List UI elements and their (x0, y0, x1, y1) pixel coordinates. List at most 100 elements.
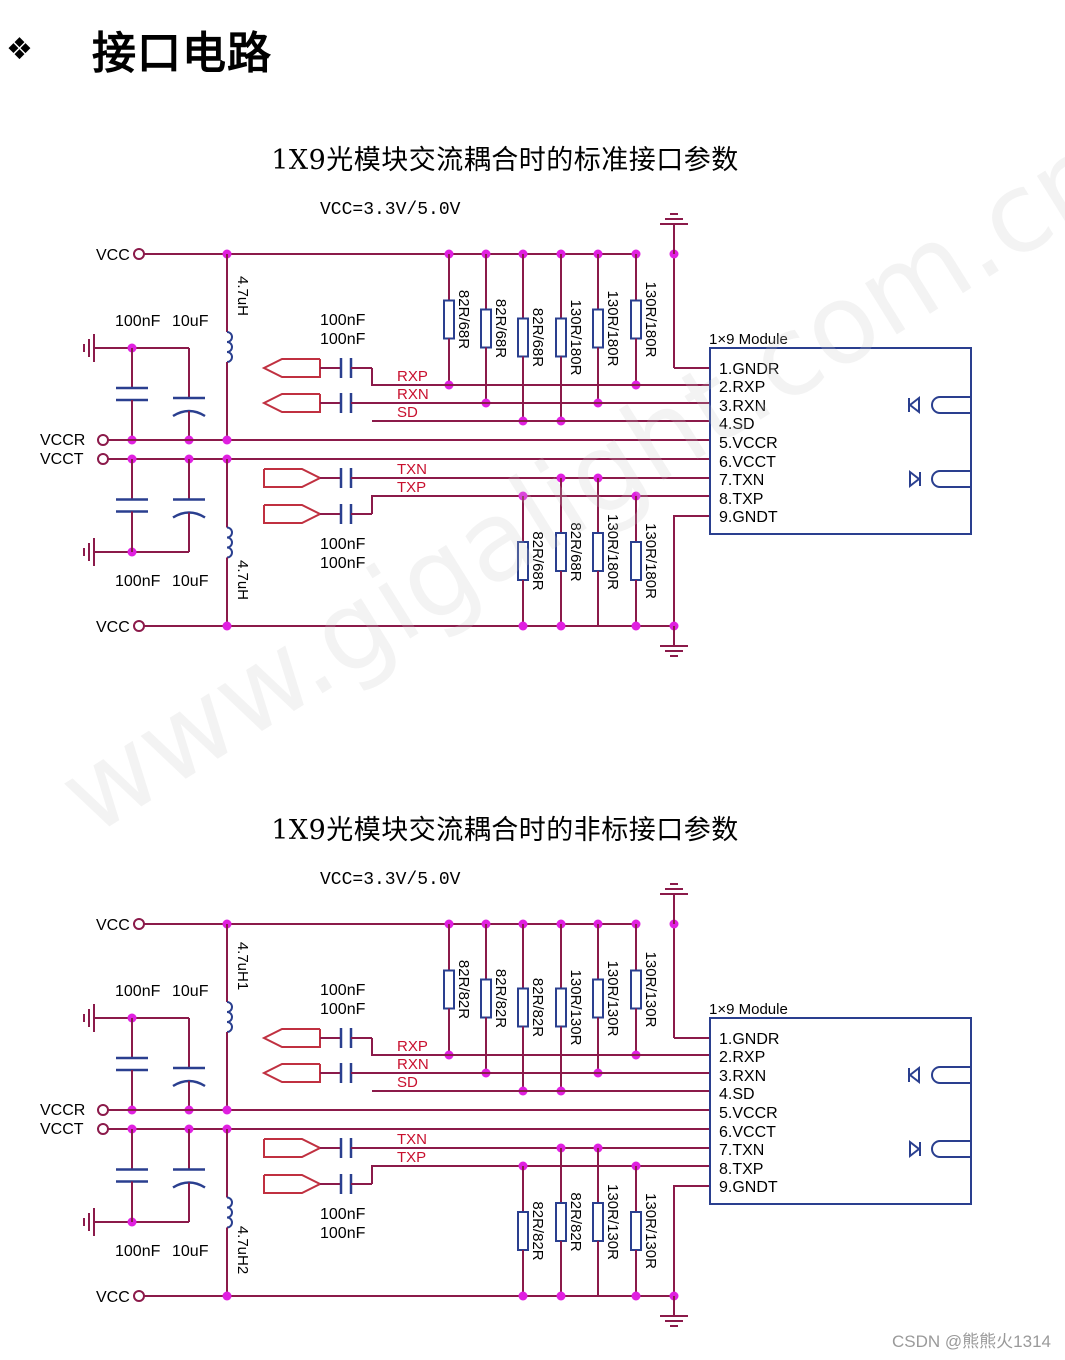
resistor: 130R/180R (630, 254, 659, 385)
cap-label: 10uF (172, 313, 209, 330)
port-shape (931, 1066, 950, 1084)
resistor: 82R/82R (443, 924, 472, 1055)
resistor-body (443, 969, 455, 1010)
connector-icon (263, 504, 323, 524)
resistor-value: 130R/180R (642, 282, 659, 358)
schematic: VCC 82R/82R 82R/82R 82R/82R 130R/130R 130R/13… (40, 883, 972, 1327)
resistor-value: 82R/82R (492, 969, 509, 1028)
connector-shape (261, 1063, 321, 1083)
module-pin-label: 8.TXP (719, 1161, 763, 1178)
inductor-icon (226, 459, 233, 626)
resistor-value: 130R/180R (604, 291, 621, 367)
coupling-capacitor (320, 358, 372, 378)
signal-label: TXP (397, 1149, 426, 1166)
capacitor-100nf (116, 348, 148, 440)
module-title: 1×9 Module (709, 331, 788, 348)
resistor-body (555, 317, 567, 358)
module-pin-label: 9.GNDT (719, 509, 778, 526)
arrow-shape (908, 1065, 920, 1085)
terminal (97, 453, 109, 465)
cap-label: 100nF (320, 1206, 366, 1223)
terminal (133, 620, 145, 632)
vcc-label: VCC (96, 917, 130, 934)
resistor-value: 82R/82R (567, 1192, 584, 1251)
resistor: 130R/130R (630, 924, 659, 1055)
connector-shape (261, 393, 321, 413)
coupling-capacitor (320, 468, 372, 488)
section-title: 接口电路 (92, 28, 272, 79)
port-shape (931, 1140, 950, 1158)
resistor: 130R/130R (630, 1166, 659, 1296)
photodiode-icon (908, 395, 972, 415)
resistor-body (480, 308, 492, 349)
connector-shape (263, 504, 323, 524)
coupling-capacitor (320, 1063, 372, 1083)
ground-icon (83, 1004, 102, 1032)
resistor: 130R/130R (555, 924, 584, 1091)
inductor-coil (226, 1001, 233, 1033)
resistor-body (630, 969, 642, 1010)
resistor-value: 130R/130R (604, 961, 621, 1037)
resistor-body (517, 317, 529, 358)
connector-icon (263, 1174, 323, 1194)
resistor: 82R/68R (443, 254, 472, 385)
cap-label: 10uF (172, 573, 209, 590)
ground-icon (83, 334, 102, 362)
cap-label: 100nF (115, 983, 161, 1000)
signal-label: TXP (397, 479, 426, 496)
signal-label: RXN (397, 386, 429, 403)
resistor-value: 130R/180R (604, 514, 621, 590)
capacitor-100nf (116, 1129, 148, 1222)
resistor-value: 130R/130R (604, 1184, 621, 1260)
module-pin-label: 1.GNDR (719, 1031, 779, 1048)
circuit-title: 1X9光模块交流耦合时的标准接口参数 (271, 145, 739, 176)
module-pin-label: 5.VCCR (719, 435, 778, 452)
wire (371, 495, 710, 514)
wire (673, 1185, 710, 1296)
signal-label: RXP (397, 368, 428, 385)
cap-label: 100nF (320, 536, 366, 553)
resistor-body (555, 1202, 567, 1242)
coupling-capacitor (320, 504, 372, 524)
capacitor-100nf (116, 1018, 148, 1110)
inductor-coil (226, 331, 233, 363)
junction-node (222, 1105, 232, 1115)
connector-shape (263, 1138, 323, 1158)
cap-label: 100nF (115, 313, 161, 330)
photodiode-icon (908, 1065, 972, 1085)
resistor-value: 82R/68R (567, 522, 584, 581)
cap-label: 100nF (320, 1225, 366, 1242)
cap-label: 100nF (320, 312, 366, 329)
wire (673, 515, 710, 626)
connector-shape (263, 1174, 323, 1194)
terminal (97, 1123, 109, 1135)
inductor-label: 4.7uH1 (234, 942, 251, 990)
capacitor-10uf (172, 1129, 206, 1222)
module-pin-label: 6.VCCT (719, 1124, 776, 1141)
vcc-label: VCC (96, 1289, 130, 1306)
terminal (133, 1290, 145, 1302)
vccr-label: VCCR (40, 1102, 85, 1119)
connector-icon (261, 393, 321, 413)
module-box (709, 1017, 972, 1205)
credit: CSDN @熊熊火1314 (892, 1332, 1051, 1351)
resistor: 130R/180R (555, 254, 584, 421)
capacitor-10uf (172, 368, 206, 440)
resistor: 82R/82R (555, 1148, 584, 1296)
vccr-label: VCCR (40, 432, 85, 449)
inductor-label: 4.7uH (234, 276, 251, 316)
capacitor-10uf (172, 1038, 206, 1110)
module-pin-label: 1.GNDR (719, 361, 779, 378)
module-pin-label: 9.GNDT (719, 1179, 778, 1196)
vcc-label: VCC (96, 247, 130, 264)
resistor: 82R/68R (555, 478, 584, 626)
coupling-capacitor (320, 1138, 372, 1158)
connector-shape (261, 358, 321, 378)
coupling-capacitor (320, 1174, 372, 1194)
resistor-body (480, 978, 492, 1019)
capacitor-10uf (172, 459, 206, 552)
module-title: 1×9 Module (709, 1001, 788, 1018)
module-pin-label: 8.TXP (719, 491, 763, 508)
connector-icon (263, 1138, 323, 1158)
